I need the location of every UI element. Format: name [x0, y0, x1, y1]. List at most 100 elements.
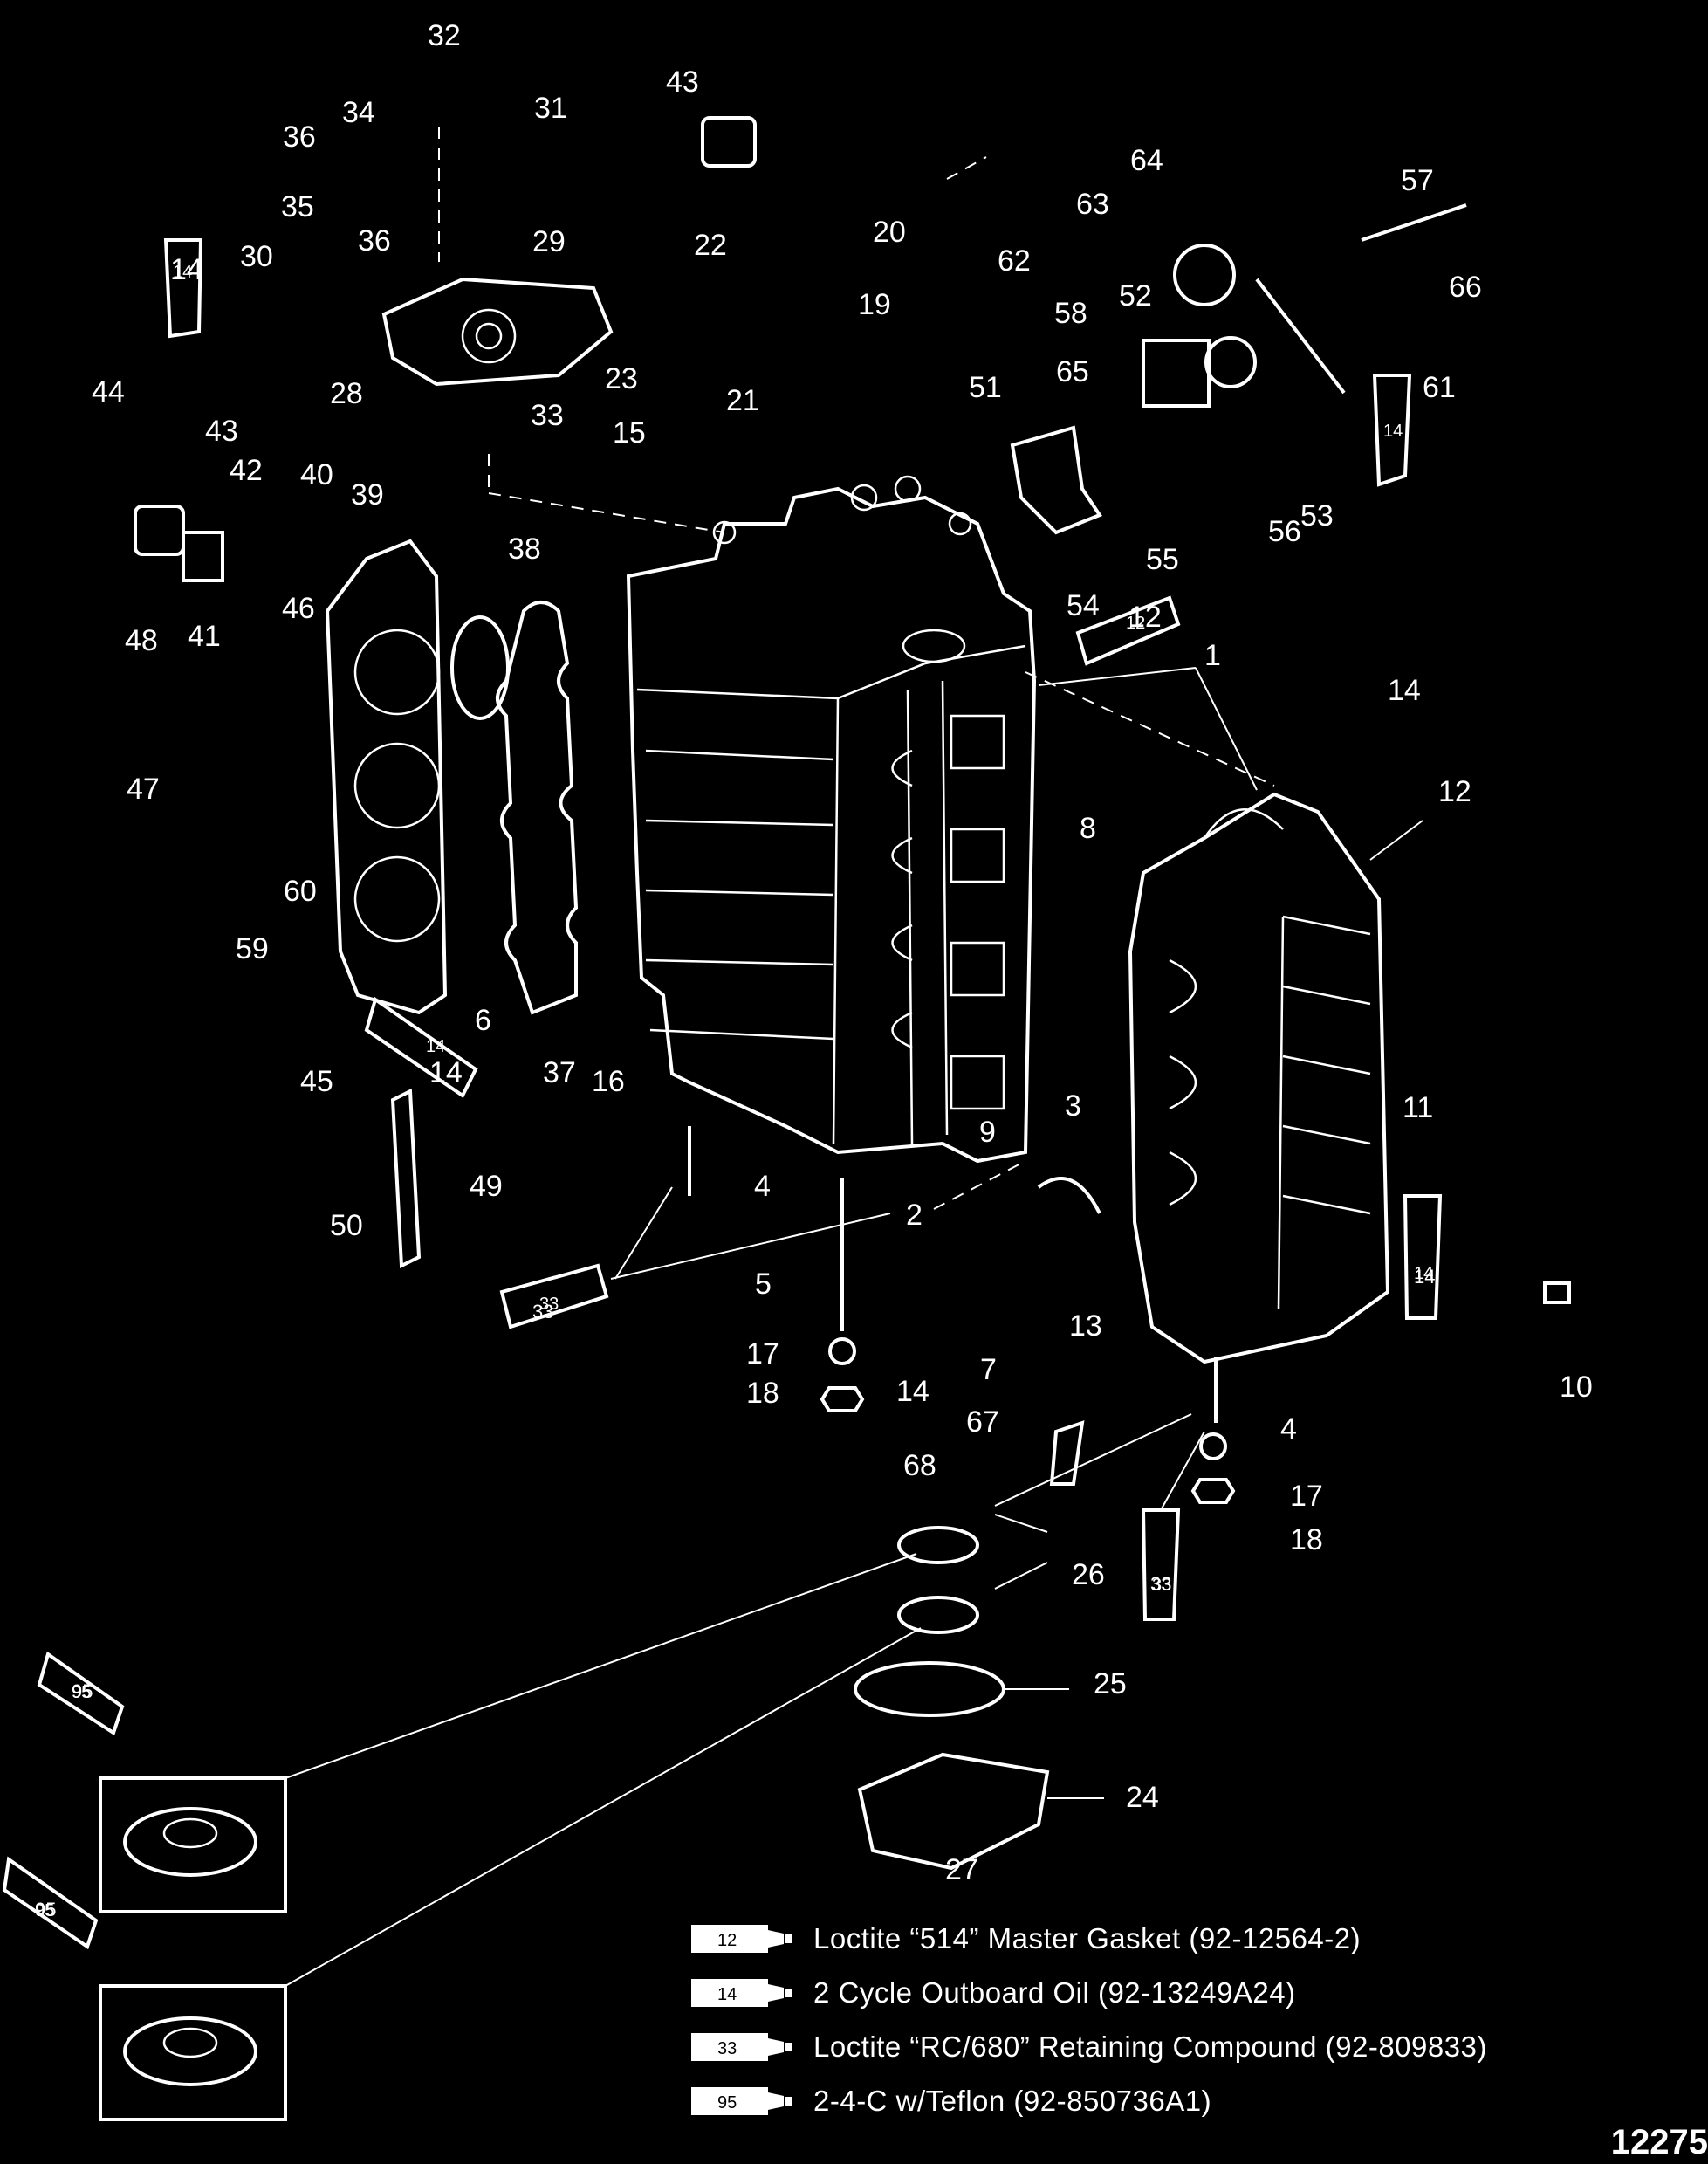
callout-labels: 32 31 34 36 43 64 63 36 35 29 30 20 22 6…	[35, 19, 1593, 1920]
callout-label: 59	[236, 932, 269, 965]
callout-label: 66	[1449, 271, 1482, 304]
callout-label: 6	[475, 1004, 491, 1037]
callout-label: 5	[755, 1267, 772, 1301]
callout-label: 12	[1438, 775, 1471, 808]
svg-text:95: 95	[35, 1901, 54, 1920]
fitting-43	[701, 116, 757, 168]
svg-text:14: 14	[173, 263, 192, 282]
callout-label: 64	[1130, 144, 1163, 177]
callout-label: 50	[330, 1209, 363, 1242]
top-bearing-cover	[381, 277, 614, 387]
callout-label: 33	[532, 1301, 553, 1322]
callout-label: 33	[531, 399, 564, 432]
seal-26a	[897, 1526, 979, 1564]
callout-label: 17	[746, 1337, 779, 1371]
callout-label: 60	[284, 875, 317, 908]
svg-text:95: 95	[72, 1683, 91, 1702]
tube-icon	[691, 1925, 792, 1953]
callout-label: 16	[592, 1065, 625, 1098]
callout-label: 41	[188, 620, 221, 653]
leader-lines	[610, 667, 1423, 1799]
callout-label: 36	[358, 224, 391, 258]
callout-label: 21	[726, 384, 759, 417]
nut-18	[820, 1386, 865, 1412]
callout-label: 42	[230, 454, 263, 487]
head-gasket	[496, 601, 579, 1015]
callout-label: 27	[945, 1853, 978, 1886]
sealant-legend: Loctite “514” Master Gasket (92-12564-2)…	[689, 1912, 1606, 2128]
callout-label: 47	[127, 773, 160, 806]
part-10	[1543, 1281, 1571, 1304]
callout-label: 30	[240, 240, 273, 273]
callout-label: 3	[1065, 1089, 1081, 1123]
callout-label: 95	[35, 1899, 56, 1920]
housing-24	[857, 1752, 1050, 1871]
callout-label: 63	[1076, 188, 1109, 221]
callout-label: 10	[1560, 1371, 1593, 1404]
tube-icon	[691, 2033, 792, 2061]
callout-label: 67	[966, 1405, 999, 1439]
callout-label: 38	[508, 532, 541, 566]
callout-label: 13	[1069, 1309, 1102, 1343]
legend-row: Loctite “514” Master Gasket (92-12564-2)	[689, 1912, 1606, 1966]
callout-label: 95	[72, 1680, 93, 1702]
callout-label: 29	[532, 225, 566, 258]
callout-label: 14	[1388, 674, 1421, 707]
nut-18b	[1190, 1478, 1236, 1504]
legend-label: Loctite “RC/680” Retaining Compound (92-…	[813, 2030, 1487, 2063]
callout-label: 14	[1414, 1266, 1435, 1288]
part-52	[1204, 336, 1257, 388]
callout-label: 43	[205, 415, 238, 448]
seal-detail-boxes	[99, 1553, 922, 2121]
callout-label: 54	[1067, 589, 1100, 622]
gasket-42	[182, 531, 224, 582]
guide-lines	[438, 127, 1275, 1210]
callout-label: 31	[534, 92, 567, 125]
svg-text:14: 14	[1383, 422, 1403, 441]
callout-label: 46	[282, 592, 315, 625]
callout-label: 18	[1290, 1523, 1323, 1556]
callout-label: 19	[858, 288, 891, 321]
legend-label: 2-4-C w/Teflon (92-850736A1)	[813, 2085, 1212, 2117]
retainer-49	[390, 1088, 422, 1269]
callout-label: 37	[543, 1056, 576, 1089]
clamp-3	[1037, 1177, 1101, 1214]
callout-label: 4	[1280, 1412, 1297, 1446]
svg-text:14: 14	[426, 1037, 445, 1056]
callout-label: 26	[1072, 1558, 1105, 1591]
callout-label: 7	[980, 1353, 997, 1386]
washer-17	[828, 1337, 856, 1365]
callout-label: 51	[969, 371, 1002, 404]
flange-66	[1173, 244, 1236, 306]
callout-label: 14	[896, 1375, 929, 1408]
rod-61	[1255, 278, 1346, 395]
crankcase-cover	[1128, 792, 1390, 1364]
callout-label: 40	[300, 458, 333, 491]
figure-code: 12275	[1610, 2123, 1708, 2161]
callout-label: 4	[754, 1170, 771, 1203]
callout-label: 33	[1150, 1573, 1171, 1595]
callout-label: 52	[1119, 279, 1152, 313]
callout-label: 35	[281, 190, 314, 223]
seal-26b	[897, 1596, 979, 1634]
callout-label: 15	[613, 416, 646, 450]
callout-label: 39	[351, 478, 384, 512]
callout-label: 56	[1268, 515, 1301, 548]
callout-label: 23	[605, 362, 638, 395]
callout-label: 43	[666, 65, 699, 99]
callout-label: 28	[330, 377, 363, 410]
cylinder-head	[325, 539, 448, 1015]
svg-text:33: 33	[539, 1295, 559, 1314]
callout-label: 65	[1056, 355, 1089, 388]
callout-label: 61	[1423, 371, 1456, 404]
block-58	[1142, 339, 1211, 408]
legend-label: Loctite “514” Master Gasket (92-12564-2)	[813, 1922, 1362, 1954]
tube-icon	[691, 1979, 792, 2007]
callout-label: 2	[906, 1199, 923, 1232]
callout-label: 24	[1126, 1781, 1159, 1814]
callout-label: 12	[1128, 601, 1162, 634]
callout-label: 49	[470, 1170, 503, 1203]
callout-label: 22	[694, 229, 727, 262]
callout-label: 62	[998, 244, 1031, 278]
